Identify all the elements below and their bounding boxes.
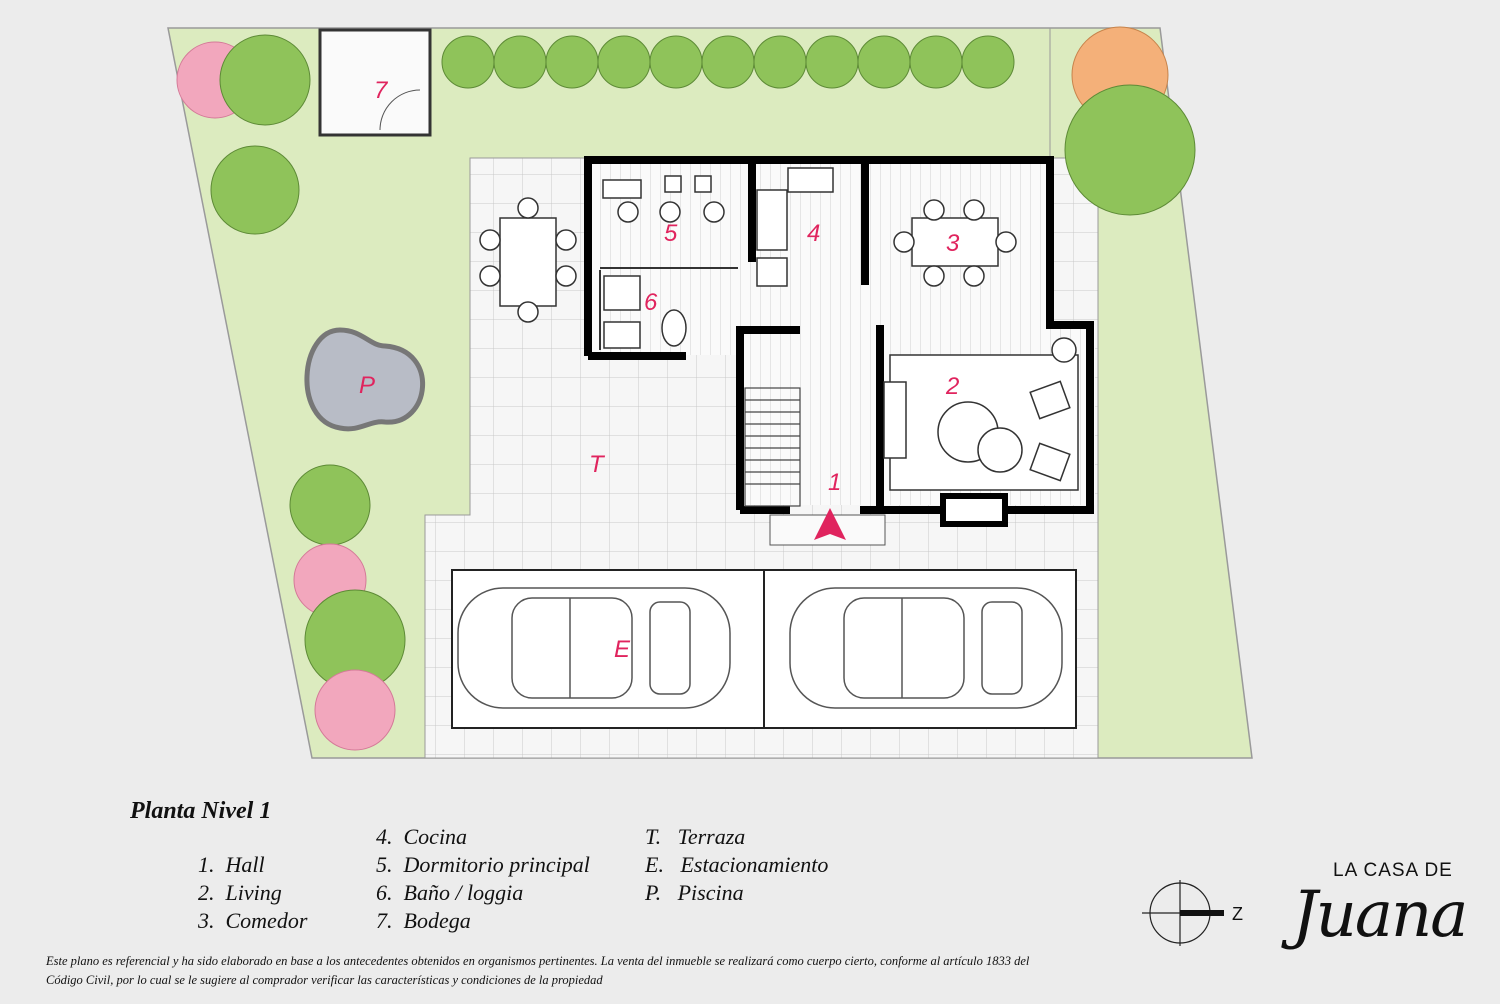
room-label-3: 3 (946, 230, 960, 257)
outdoor-dining-set (479, 197, 577, 323)
legend-item: 1. Hall (198, 852, 265, 877)
pool (304, 327, 425, 432)
car-2 (789, 587, 1063, 709)
legend-item: 2. Living (198, 880, 282, 905)
legend-item: P. Piscina (645, 880, 744, 905)
legend-item: 3. Comedor (198, 908, 308, 933)
parking-bay-2 (763, 569, 1077, 729)
car-1 (457, 587, 731, 709)
legend-item: 4. Cocina (376, 824, 468, 849)
hedge-row (441, 35, 1015, 89)
disclaimer-text: Este plano es referencial y ha sido elab… (46, 954, 1030, 987)
room-label-1: 1 (828, 469, 841, 496)
north-arrow-icon: Z (1142, 880, 1243, 946)
trees-left (176, 34, 406, 751)
staircase (744, 387, 801, 507)
floor-plan: 1 2 3 4 5 6 7 T P E (167, 26, 1253, 759)
furniture (602, 167, 1079, 527)
storage-room (318, 28, 432, 137)
brand-logo: Juana (1292, 878, 1468, 952)
room-label-parking: E (614, 636, 631, 663)
brand-name-line1: LA CASA DE (1333, 860, 1453, 881)
room-label-4: 4 (807, 220, 820, 247)
house-walls (584, 156, 1094, 514)
trees-right (1064, 26, 1196, 216)
room-label-5: 5 (664, 220, 678, 247)
legend-item: 5. Dormitorio principal (376, 852, 590, 877)
compass-label: Z (1232, 904, 1243, 924)
legend-item: 7. Bodega (376, 908, 471, 933)
entrance-arrow-icon (814, 508, 846, 540)
room-label-terrace: T (589, 451, 606, 478)
legend-item: E. Estacionamiento (645, 852, 829, 877)
legend-item: 6. Baño / loggia (376, 880, 524, 905)
plan-title: Planta Nivel 1 (130, 798, 272, 824)
room-label-7: 7 (374, 77, 389, 104)
room-label-pool: P (359, 372, 375, 399)
legend-item: T. Terraza (645, 824, 746, 849)
parking-bay-1 (451, 569, 765, 729)
room-label-6: 6 (644, 289, 658, 316)
room-label-2: 2 (945, 373, 959, 400)
